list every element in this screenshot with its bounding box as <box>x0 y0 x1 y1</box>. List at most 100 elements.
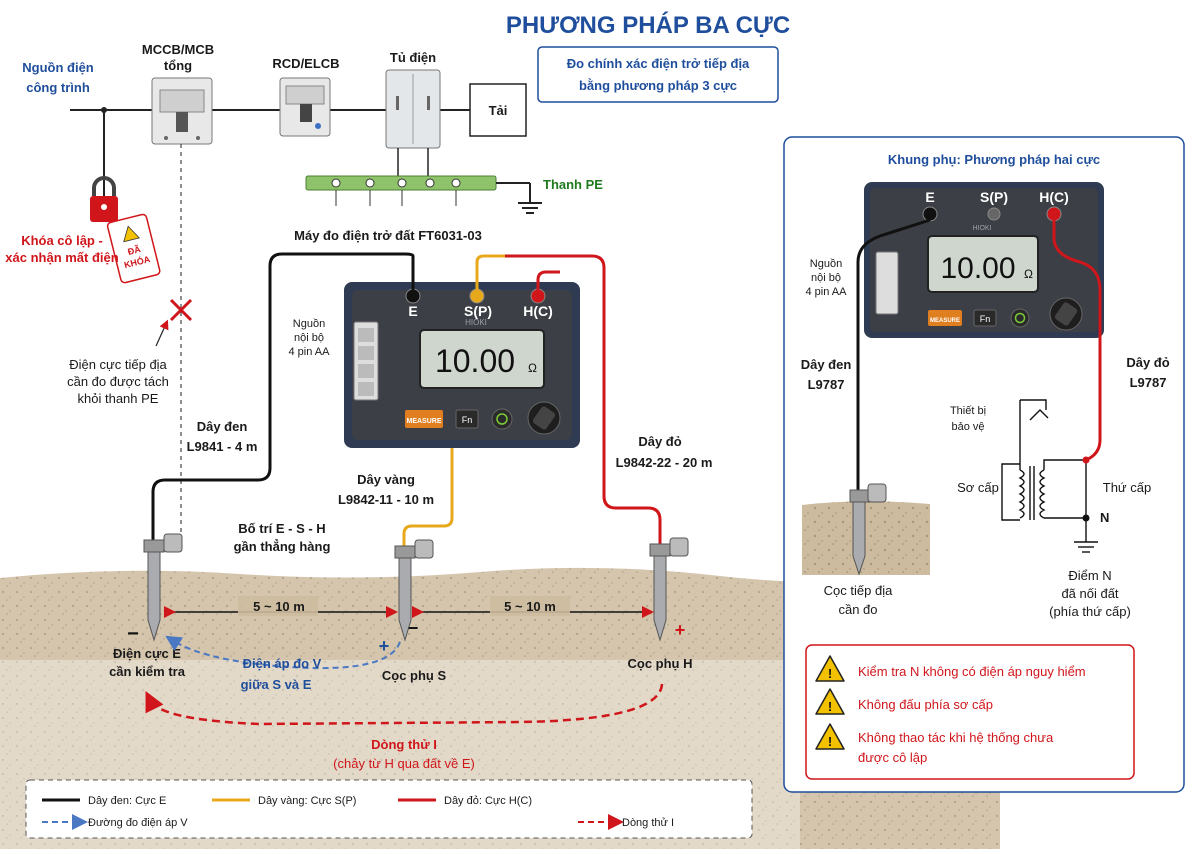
legend-box <box>25 779 753 839</box>
inset-unit: Ω <box>1024 267 1033 281</box>
battery-label-line3: 4 pin AA <box>289 346 331 358</box>
red-wire-label-line2: L9842-22 - 20 m <box>616 455 713 470</box>
inset-tester: 10.00 Ω HIOKI MEASURE Fn <box>864 182 1104 338</box>
isolation-note-line1: Điện cực tiếp địa <box>69 357 167 372</box>
black-wire <box>151 252 415 540</box>
inset-battery-line1: Nguồn <box>810 258 842 270</box>
inset-electrode-line1: Cọc tiếp địa <box>824 583 893 598</box>
terminal-h <box>530 288 546 304</box>
electrode-s <box>394 539 434 642</box>
mccb-device <box>151 77 213 145</box>
isolation-note-line3: khỏi thanh PE <box>78 391 159 406</box>
fn-button[interactable] <box>455 409 479 429</box>
svg-text:!: ! <box>828 699 832 714</box>
electrode-s-minus: − <box>408 618 419 638</box>
inset-black-label-line2: L9787 <box>808 377 845 392</box>
inset-point-line3: (phía thứ cấp) <box>1049 604 1131 619</box>
load-box <box>469 83 527 137</box>
tag-line1: ĐÃ <box>127 244 143 257</box>
warning-box <box>805 644 1135 780</box>
inset-electrode <box>849 483 887 576</box>
inset-battery-line3: 4 pin AA <box>806 286 848 298</box>
inset-terminal-e <box>922 206 938 222</box>
legend-current: Dòng thử I <box>622 817 674 829</box>
inset-point-line2: đã nối đất <box>1061 586 1118 601</box>
meter-brand: HIOKI <box>465 318 487 327</box>
source-label-line1: Nguồn điện <box>22 60 94 75</box>
layout-note-line1: Bố trí E - S - H <box>238 521 325 536</box>
power-button[interactable] <box>491 408 513 430</box>
inset-terminal-s <box>987 207 1001 221</box>
red-wire-label-line1: Dây đỏ <box>638 434 681 449</box>
fn-button-label: Fn <box>462 415 473 425</box>
black-wire-label-line1: Dây đen <box>197 419 248 434</box>
rcd-device <box>279 77 331 137</box>
terminal-s-label: S(P) <box>464 303 492 319</box>
battery-label-line1: Nguồn <box>293 318 325 330</box>
terminal-s <box>469 288 485 304</box>
power-icon <box>496 413 508 425</box>
inset-h-label: H(C) <box>1039 189 1069 205</box>
inset-point-line1: Điểm N <box>1068 568 1111 583</box>
inset-protect-line2: bảo vệ <box>951 421 984 433</box>
legend-red: Dây đỏ: Cực H(C) <box>444 795 532 807</box>
panel-cabinet <box>385 69 441 149</box>
electrode-e-label-line2: cần kiểm tra <box>109 664 186 679</box>
electrode-e <box>143 533 183 642</box>
inset-power-button[interactable] <box>1010 308 1030 328</box>
inset-fn-button[interactable] <box>973 309 997 327</box>
warning-1: Kiểm tra N không có điện áp nguy hiểm <box>858 664 1086 679</box>
inset-secondary: Thứ cấp <box>1103 480 1151 495</box>
rcd-label: RCD/ELCB <box>272 56 339 71</box>
transformer-symbol <box>1001 399 1098 553</box>
electrode-h <box>649 537 689 642</box>
disconnect-icon <box>169 298 193 322</box>
inset-black-label-line1: Dây đen <box>801 357 852 372</box>
terminal-e-label: E <box>408 303 417 319</box>
voltage-label-line1: Điện áp đo V <box>243 656 322 671</box>
meter-reading: 10.00 <box>435 343 515 379</box>
earth-tester: 10.00 Ω HIOKI MEASURE Fn <box>344 282 580 448</box>
page-title: PHƯƠNG PHÁP BA CỰC <box>506 11 790 39</box>
subtitle-line2: bằng phương pháp 3 cực <box>579 78 737 93</box>
soil <box>0 567 1000 849</box>
legend-yellow: Dây vàng: Cực S(P) <box>258 795 356 807</box>
inset-n-label: N <box>1100 510 1109 525</box>
pe-bar-label: Thanh PE <box>543 177 603 192</box>
legend-voltage: Đường đo điện áp V <box>88 817 188 829</box>
inset-measure-label: MEASURE <box>930 318 960 324</box>
isolation-note-line2: cần đo được tách <box>67 374 169 389</box>
inset-n-node <box>1082 514 1090 522</box>
current-label-line1: Dòng thử I <box>371 737 437 752</box>
inset-s-label: S(P) <box>980 189 1008 205</box>
inset-display <box>927 235 1039 293</box>
voltage-label-line2: giữa S và E <box>241 677 312 692</box>
inset-title: Khung phụ: Phương pháp hai cực <box>888 152 1100 167</box>
warning-3-line2: được cô lập <box>858 750 927 765</box>
warning-icon-2: ! <box>815 688 845 715</box>
inset-red-label-line1: Dây đỏ <box>1126 355 1169 370</box>
measure-button[interactable] <box>405 410 443 428</box>
mccb-label-line2: tổng <box>164 58 192 73</box>
current-label-line2: (chảy từ H qua đất về E) <box>333 756 475 771</box>
electrode-e-label-line1: Điện cực E <box>113 646 181 661</box>
subtitle-box <box>537 46 779 103</box>
current-path <box>145 683 664 726</box>
inset-fn-label: Fn <box>980 314 991 324</box>
terminal-h-label: H(C) <box>523 303 553 319</box>
electrode-h-plus: + <box>675 620 686 640</box>
panel-label: Tủ điện <box>390 50 436 65</box>
inset-red-wire <box>1052 220 1102 462</box>
inset-protect-line1: Thiết bị <box>950 405 986 417</box>
inset-electrode-line2: cần đo <box>838 602 877 617</box>
distance-sh-label: 5 ~ 10 m <box>504 599 556 614</box>
inset-soil <box>802 501 930 575</box>
terminal-e <box>405 288 421 304</box>
inset-measure-button[interactable] <box>928 310 962 326</box>
inset-black-wire <box>856 218 931 490</box>
black-wire-label-line2: L9841 - 4 m <box>187 439 258 454</box>
distance-es-label: 5 ~ 10 m <box>253 599 305 614</box>
load-label: Tải <box>489 103 508 118</box>
lockout-tag: ĐÃ KHÓA <box>106 213 161 284</box>
warning-icon-3: ! <box>815 723 845 750</box>
